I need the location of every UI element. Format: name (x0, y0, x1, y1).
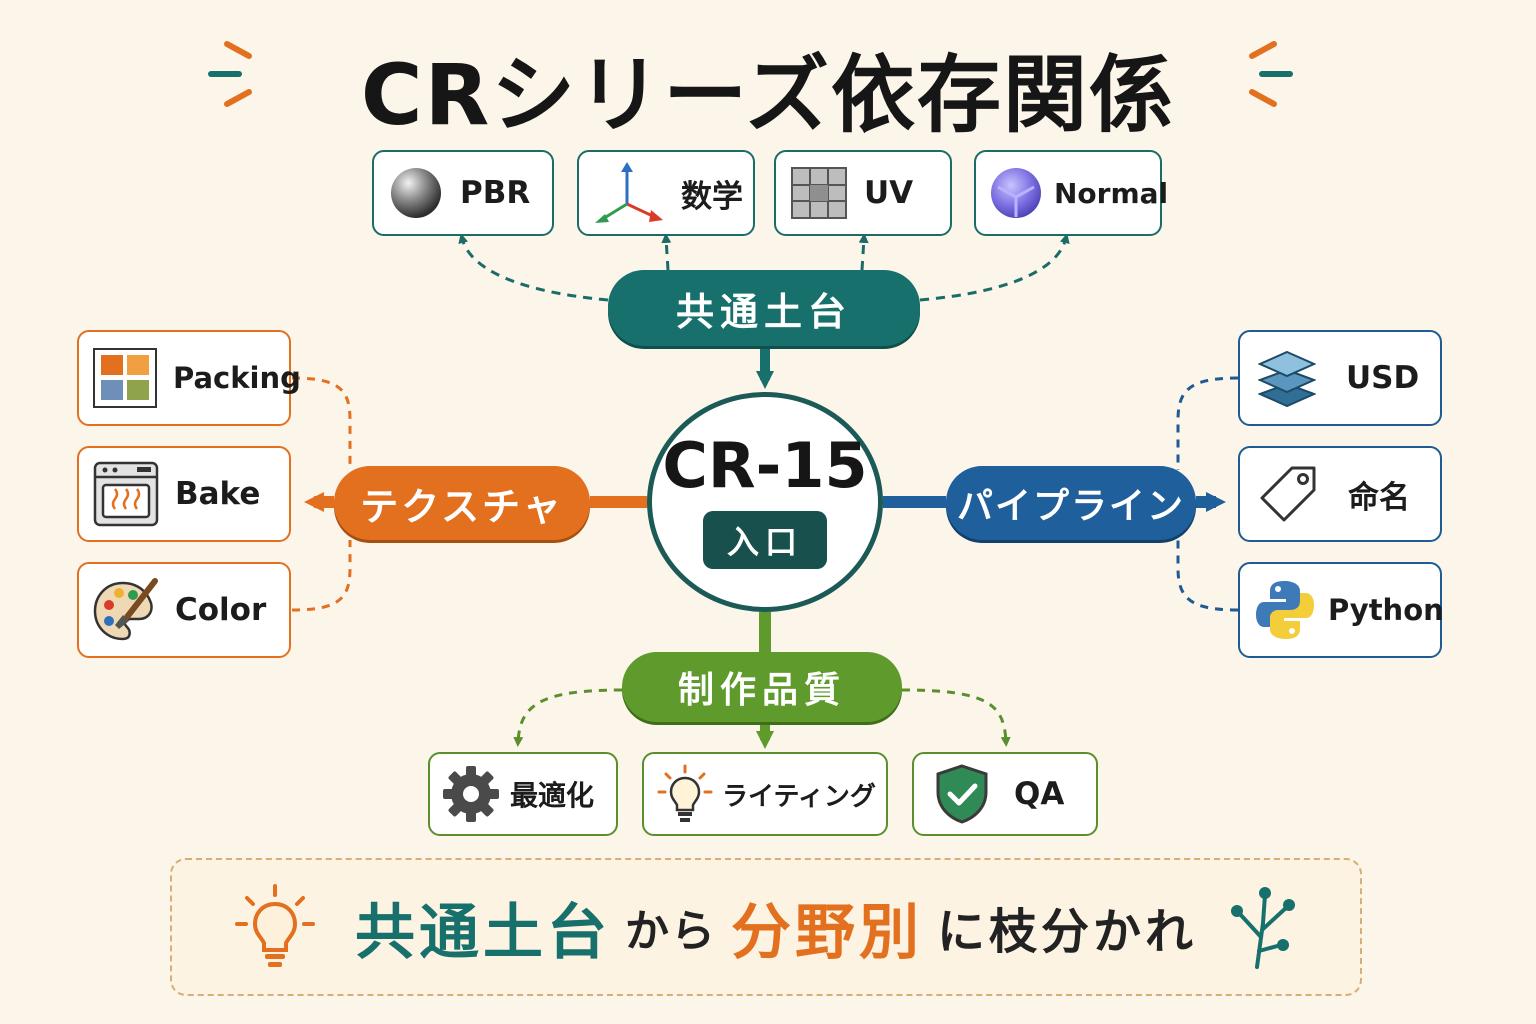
lightbulb-icon (657, 764, 713, 822)
quality-links (513, 688, 1011, 747)
node-label: Packing (173, 361, 301, 395)
node-label: ライティング (722, 781, 876, 812)
center-node[interactable]: CR-15 入口 (647, 392, 883, 612)
node-packing[interactable]: Packing (77, 330, 301, 426)
axes-icon (595, 162, 663, 223)
node-pbr[interactable]: PBR (372, 150, 554, 236)
node-optimize[interactable]: 最適化 (428, 752, 618, 836)
lightbulb-icon (234, 884, 315, 967)
page-title: CRシリーズ依存関係 (360, 46, 1176, 144)
banner-text-from: から (624, 906, 717, 957)
node-qa[interactable]: QA (912, 752, 1098, 836)
python-icon (1256, 581, 1314, 639)
center-badge: 入口 (702, 511, 827, 569)
hub-pipeline[interactable]: パイプライン (946, 466, 1196, 540)
node-uv[interactable]: UV (774, 150, 952, 236)
node-bake[interactable]: Bake (77, 446, 291, 542)
node-usd[interactable]: USD (1238, 330, 1442, 426)
link-quality-optimize (513, 688, 623, 747)
shield-check-icon (936, 764, 988, 824)
center-title: CR-15 (662, 429, 868, 502)
link-common-math (661, 233, 672, 271)
gear-icon (443, 766, 499, 822)
banner-text-branch: に枝分かれ (936, 904, 1197, 960)
node-label: Python (1328, 593, 1444, 627)
oven-icon (93, 461, 159, 527)
node-lighting[interactable]: ライティング (642, 752, 888, 836)
banner-text-fields: 分野別 (730, 897, 923, 968)
node-label: 数学 (681, 178, 743, 215)
node-color[interactable]: Color (77, 562, 291, 658)
tag-icon (1260, 466, 1316, 522)
summary-banner: 共通土台 から 分野別 に枝分かれ (170, 858, 1362, 996)
pipeline-links (1176, 376, 1239, 612)
link-common-pbr (458, 233, 609, 302)
node-naming[interactable]: 命名 (1238, 446, 1442, 542)
node-label: Color (175, 592, 267, 628)
hub-common[interactable]: 共通土台 (608, 270, 920, 346)
grid-icon (791, 167, 847, 219)
link-pipeline-python (1176, 540, 1239, 612)
link-quality-qa (901, 688, 1011, 747)
hub-quality[interactable]: 制作品質 (622, 652, 902, 722)
node-label: 命名 (1348, 479, 1410, 516)
common-links (458, 233, 1070, 302)
link-texture-color (291, 540, 352, 612)
node-label: UV (864, 175, 914, 211)
link-common-normal (919, 233, 1070, 302)
node-math[interactable]: 数学 (577, 150, 755, 236)
node-python[interactable]: Python (1238, 562, 1444, 658)
link-common-uv (858, 233, 869, 271)
normal-map-icon (991, 168, 1041, 218)
layers-icon (1258, 350, 1316, 408)
branch-icon (1231, 887, 1295, 969)
node-label: Normal (1054, 176, 1169, 210)
banner-text-common: 共通土台 (354, 897, 611, 968)
sphere-icon (391, 168, 441, 218)
title-accent-right-icon (1249, 41, 1293, 107)
link-texture-packing (291, 376, 352, 470)
title-accent-left-icon (208, 41, 252, 107)
link-pipeline-usd (1176, 376, 1239, 470)
node-label: Bake (175, 476, 261, 512)
palette-icon (93, 578, 158, 641)
texture-links (291, 376, 352, 612)
node-label: 最適化 (510, 779, 595, 812)
hub-texture[interactable]: テクスチャ (334, 466, 590, 540)
node-label: USD (1346, 360, 1420, 396)
node-label: QA (1014, 776, 1065, 812)
channels-icon (93, 348, 157, 408)
node-label: PBR (460, 175, 531, 211)
node-normal[interactable]: Normal (974, 150, 1168, 236)
